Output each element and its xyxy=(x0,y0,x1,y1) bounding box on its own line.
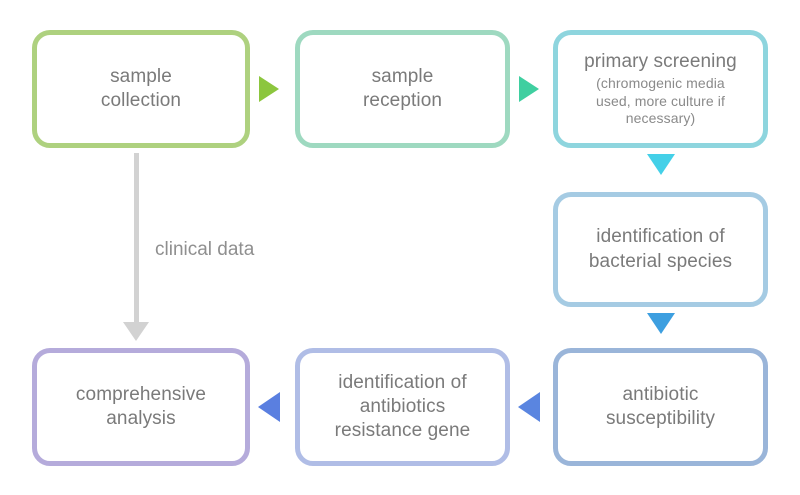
arrow-right-icon-sample-collection-to-sample-reception xyxy=(259,76,279,102)
node-label: identification of antibiotics resistance… xyxy=(334,371,471,442)
node-label: primary screening xyxy=(584,51,737,73)
arrow-down-icon-primary-screening-to-identification-of-bacterial-species xyxy=(647,154,675,175)
arrow-down-icon-identification-of-bacterial-species-to-antibiotic-susceptibility xyxy=(647,313,675,334)
clinical-data-connector-line xyxy=(134,153,139,328)
node-label: sample collection xyxy=(100,65,182,111)
node-primary-screening[interactable]: primary screening (chromogenic media use… xyxy=(553,30,768,148)
node-label: sample reception xyxy=(362,65,443,111)
arrow-left-icon-antibiotic-susceptibility-to-identification-of-antibiotics-resistance-gene xyxy=(518,392,540,422)
node-sample-reception[interactable]: sample reception xyxy=(295,30,510,148)
arrow-down-icon-clinical-data xyxy=(123,322,149,341)
node-sample-collection[interactable]: sample collection xyxy=(32,30,250,148)
clinical-data-edge-label: clinical data xyxy=(155,239,255,260)
node-comprehensive-analysis[interactable]: comprehensive analysis xyxy=(32,348,250,466)
arrow-right-icon-sample-reception-to-primary-screening xyxy=(519,76,539,102)
node-label: identification of bacterial species xyxy=(588,226,733,272)
arrow-left-icon-identification-of-antibiotics-resistance-gene-to-comprehensive-analysis xyxy=(258,392,280,422)
node-identification-of-antibiotics-resistance-gene[interactable]: identification of antibiotics resistance… xyxy=(295,348,510,466)
node-antibiotic-susceptibility[interactable]: antibiotic susceptibility xyxy=(553,348,768,466)
node-label: antibiotic susceptibility xyxy=(605,383,716,429)
node-identification-of-bacterial-species[interactable]: identification of bacterial species xyxy=(553,192,768,307)
node-label: comprehensive analysis xyxy=(75,383,207,429)
node-sublabel: (chromogenic media used, more culture if… xyxy=(596,75,725,127)
